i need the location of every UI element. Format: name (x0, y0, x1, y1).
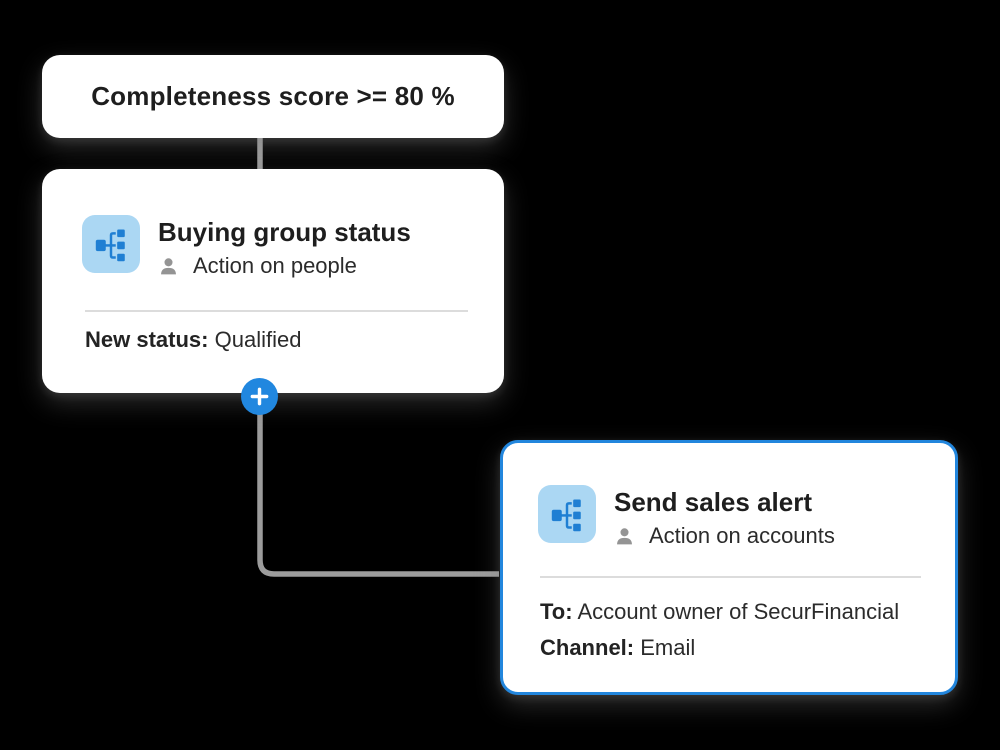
condition-title: Completeness score >= 80 % (91, 81, 455, 111)
add-node-button[interactable] (241, 378, 278, 415)
plus-icon (250, 387, 269, 406)
detail-label: To: (540, 599, 573, 624)
node-detail-status: New status: Qualified (85, 327, 301, 353)
detail-value: Qualified (214, 327, 302, 352)
buying-group-status-card[interactable]: Buying group status Action on people New… (42, 169, 504, 393)
detail-value: Email (640, 635, 696, 660)
org-chart-icon (82, 215, 140, 273)
detail-label: New status: (85, 327, 209, 352)
org-chart-icon (538, 485, 596, 543)
detail-value: Account owner of SecurFinancial (577, 599, 900, 624)
node-title: Send sales alert (614, 487, 812, 517)
node-detail-to: To: Account owner of SecurFinancial (540, 599, 899, 625)
node-detail-channel: Channel: Email (540, 635, 695, 661)
send-sales-alert-card[interactable]: Send sales alert Action on accounts To: … (500, 440, 958, 695)
detail-label: Channel: (540, 635, 635, 660)
connector-elbow (257, 410, 499, 577)
divider (85, 310, 468, 312)
divider (540, 576, 921, 578)
person-icon (161, 257, 176, 274)
person-icon (617, 527, 632, 544)
node-title: Buying group status (158, 217, 411, 247)
node-subtitle: Action on accounts (649, 523, 835, 548)
node-subtitle: Action on people (193, 253, 357, 278)
condition-node-card[interactable]: Completeness score >= 80 % (42, 55, 504, 138)
